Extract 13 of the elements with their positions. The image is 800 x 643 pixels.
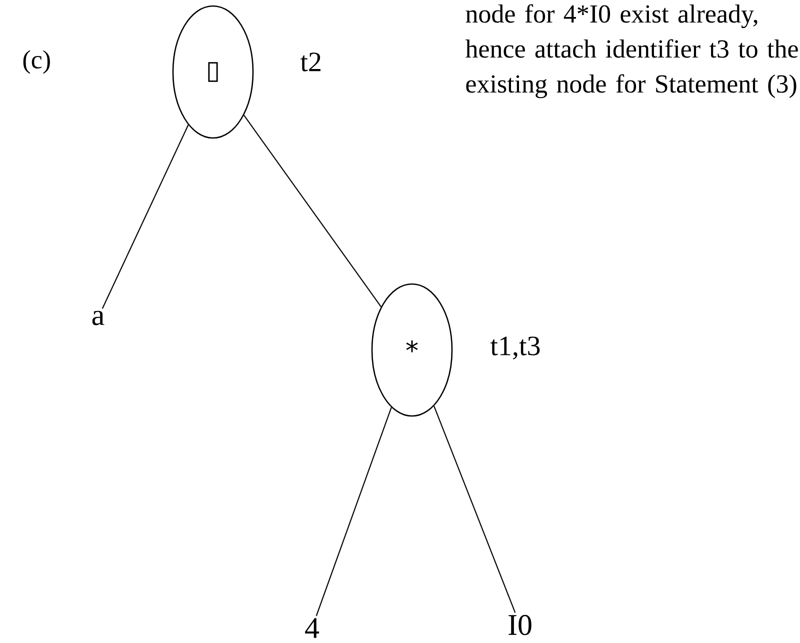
leaf-label: I0	[508, 614, 532, 636]
tree-edge	[434, 406, 516, 613]
node-annotation: t1,t3	[490, 336, 540, 360]
circle-node: *	[371, 283, 453, 417]
leaf-label: 4	[305, 618, 320, 638]
panel-label: (c)	[23, 50, 50, 74]
tree-edge	[244, 114, 382, 308]
tree-edge	[316, 407, 392, 616]
tree-edge	[102, 124, 189, 309]
circle-node: ▯	[172, 5, 254, 139]
node-annotation: t2	[300, 52, 320, 72]
note-text: node for 4*I0 exist already, hence attach identifier t3 to the existing node for Statement (3)	[465, 4, 798, 98]
leaf-label: a	[92, 310, 104, 326]
